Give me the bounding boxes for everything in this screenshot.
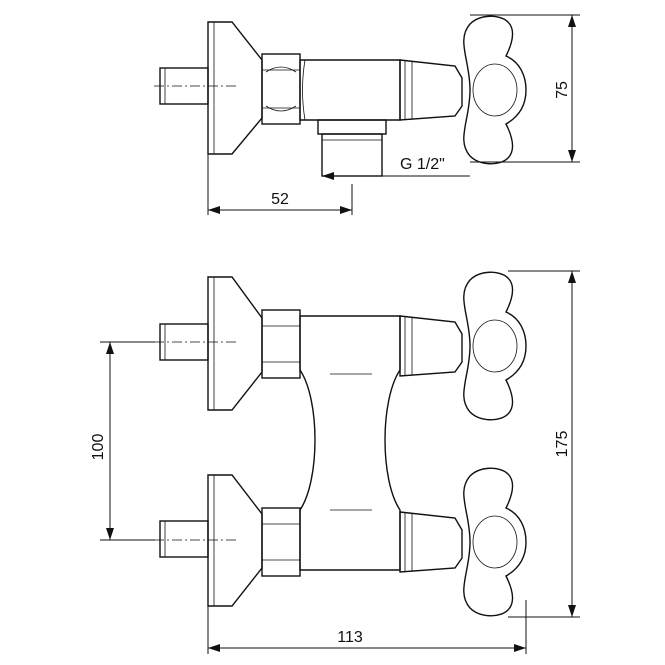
lower-pipe-stub <box>159 520 209 558</box>
hex-nut <box>261 53 301 125</box>
dim-75-label: 75 <box>554 81 571 99</box>
upper-hex-nut <box>261 309 301 379</box>
lower-hex-nut <box>261 507 301 577</box>
mixer-body <box>299 315 401 571</box>
lower-bonnet <box>399 511 463 573</box>
cross-handle <box>463 15 527 165</box>
wall-flange <box>207 21 263 155</box>
valve-body <box>299 59 401 121</box>
top-view: 75 G 1/2" 52 <box>154 14 580 215</box>
upper-bonnet <box>399 315 463 377</box>
upper-wall-flange <box>207 276 263 411</box>
dim-52-label: 52 <box>271 191 289 208</box>
dim-100-label: 100 <box>90 434 107 461</box>
outlet-connector <box>317 119 387 135</box>
lower-wall-flange <box>207 474 263 607</box>
lower-cross-handle <box>463 467 527 617</box>
upper-cross-handle <box>463 271 527 421</box>
dim-113-label: 113 <box>337 629 363 646</box>
dim-175-label: 175 <box>554 431 571 458</box>
bonnet <box>399 59 463 121</box>
front-view: 100 175 113 <box>90 270 580 654</box>
thread-label: G 1/2" <box>400 156 445 173</box>
